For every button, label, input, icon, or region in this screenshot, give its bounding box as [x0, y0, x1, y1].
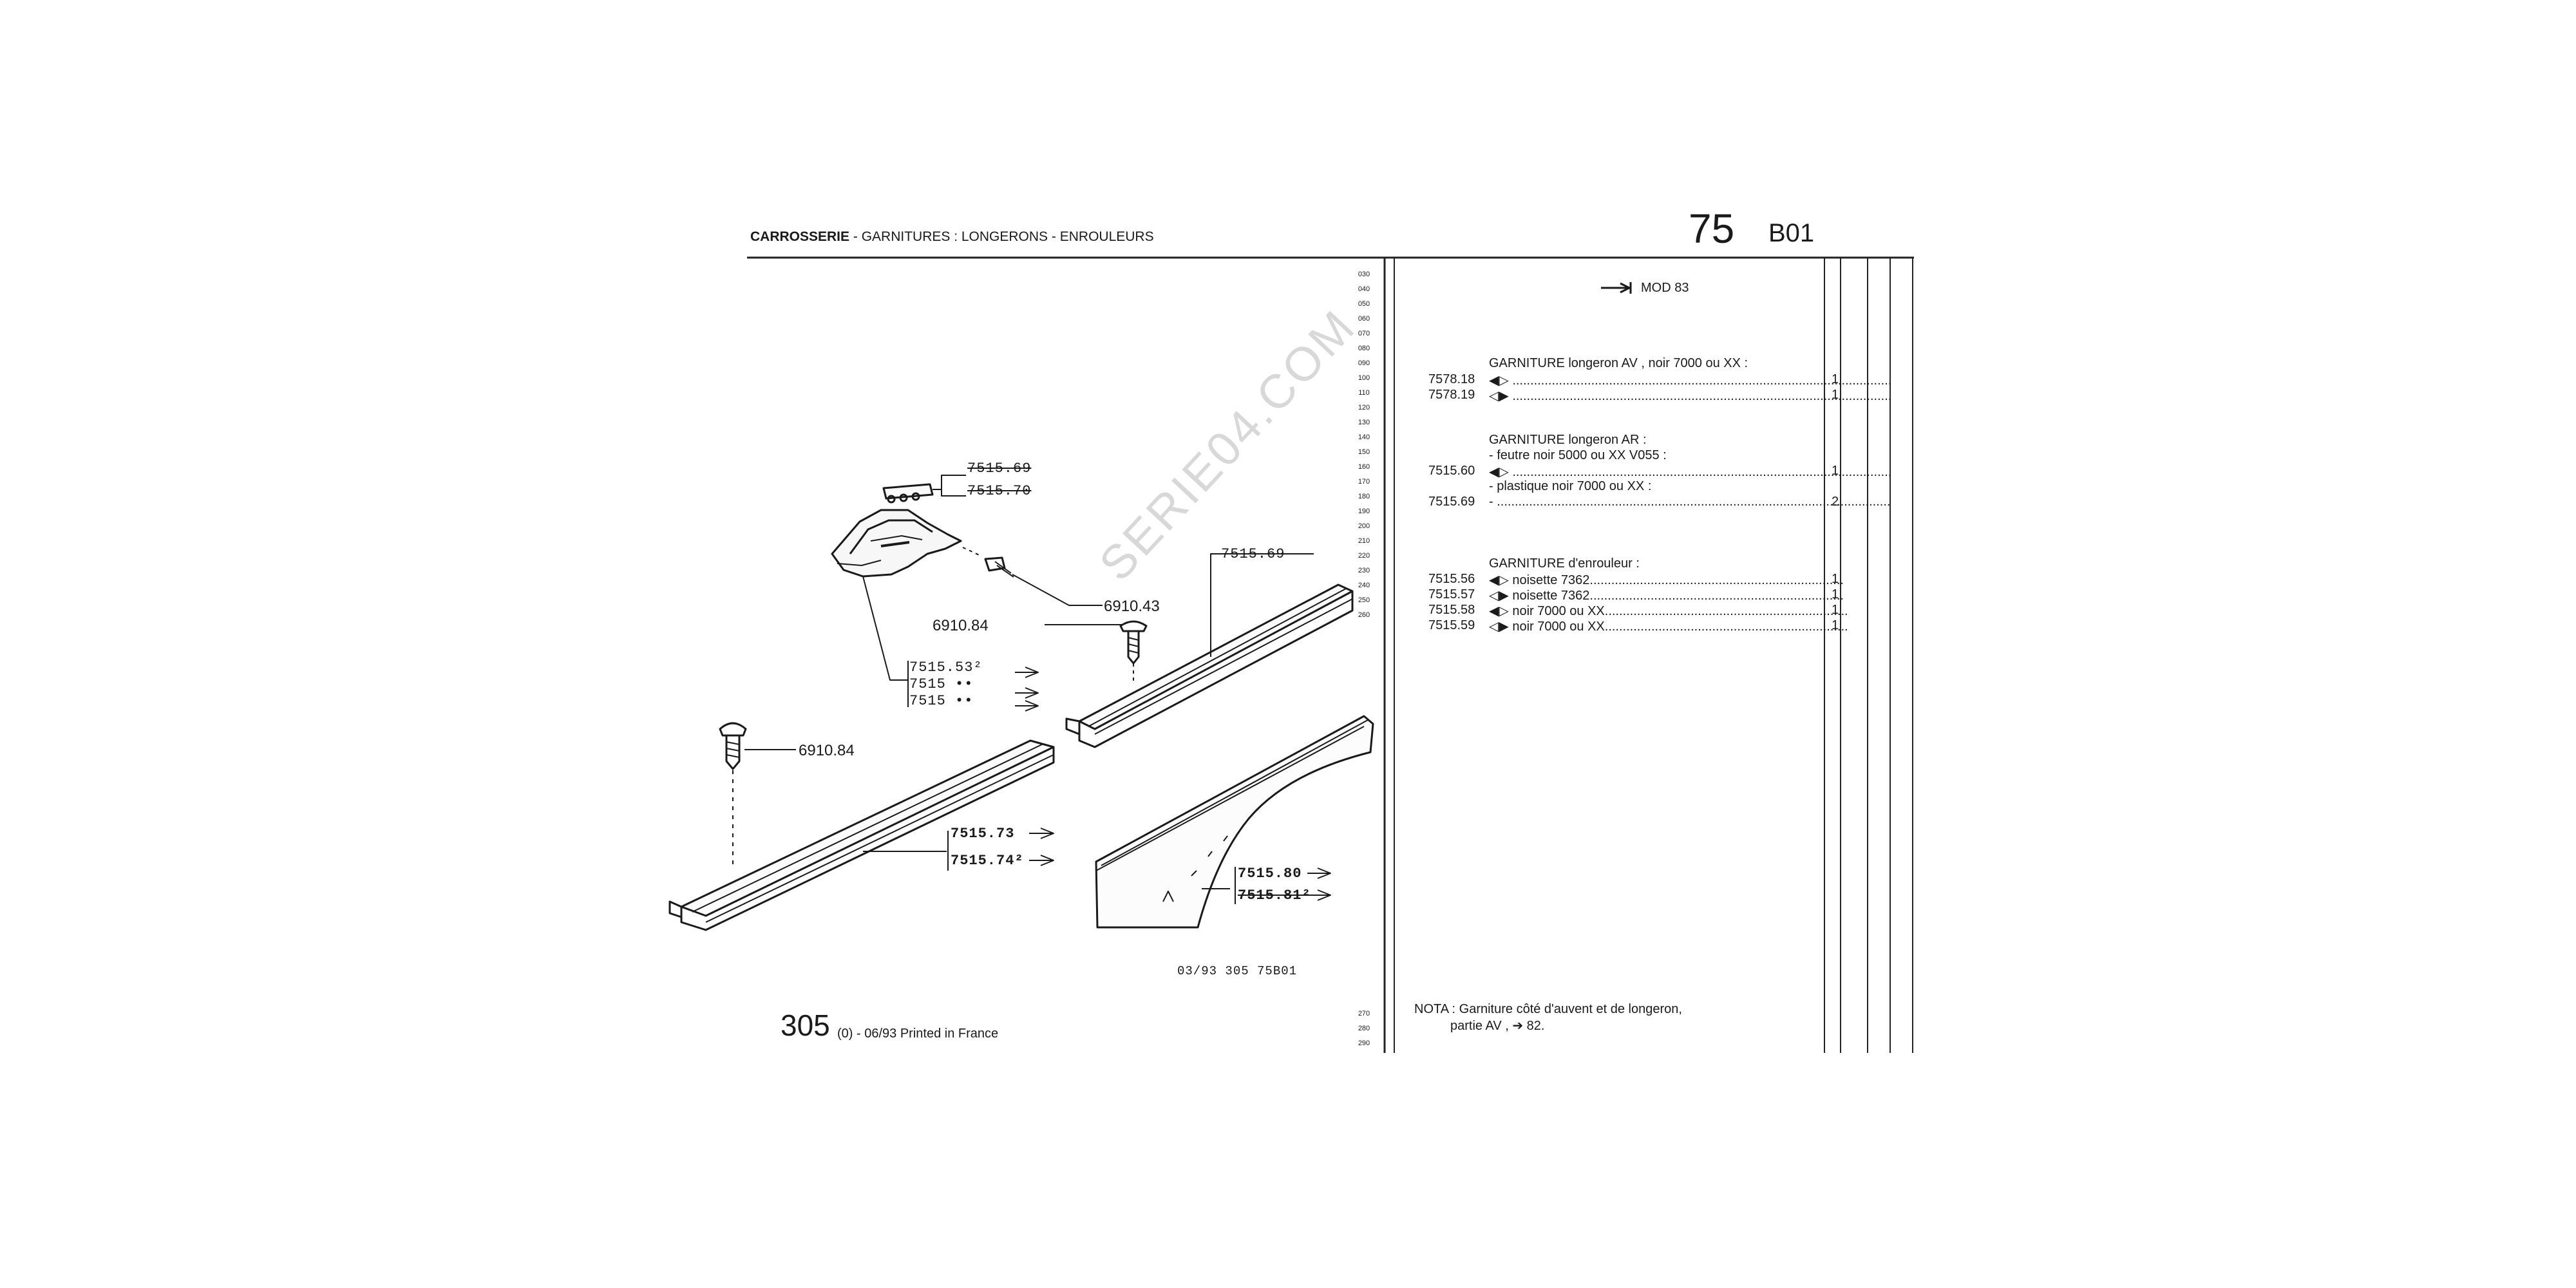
label-7515-53: 7515.53²	[909, 659, 983, 676]
line-number: 160	[1358, 463, 1370, 471]
section-heading: GARNITURE longeron AR :	[1489, 433, 1647, 447]
trim-panel	[1095, 715, 1374, 929]
line-number: 050	[1358, 300, 1370, 308]
label-7515-74: 7515.74²	[951, 853, 1024, 869]
section-subheading: - plastique noir 7000 ou XX :	[1489, 479, 1652, 493]
line-number: 080	[1358, 345, 1370, 352]
part-qty: 1	[1832, 388, 1839, 402]
part-ref: 7578.19	[1428, 388, 1475, 402]
retractor-trim-part	[831, 509, 962, 578]
line-number: 140	[1358, 433, 1370, 441]
line-number: 270	[1358, 1010, 1370, 1018]
footer-model: 305	[781, 1009, 830, 1042]
line-number: 240	[1358, 582, 1370, 589]
screw-6910-84-lower	[719, 722, 747, 770]
label-7515-69-right: 7515.69	[1221, 546, 1285, 562]
section-heading: GARNITURE d'enrouleur :	[1489, 556, 1640, 571]
part-desc: ◁▶ noir 7000 ou XX......................…	[1489, 620, 1848, 634]
part-qty: 2	[1832, 495, 1839, 509]
line-number: 130	[1358, 419, 1370, 426]
sill-rail-lower	[668, 739, 1055, 931]
line-number: 260	[1358, 611, 1370, 619]
part-ref: 7515.57	[1428, 587, 1475, 601]
mod-arrow-icon	[1601, 282, 1632, 294]
page-number: 75	[1689, 205, 1735, 252]
section-code: B01	[1768, 219, 1815, 247]
screw-6910-43	[984, 556, 1014, 578]
line-number: 150	[1358, 448, 1370, 456]
part-qty: 1	[1832, 587, 1839, 601]
part-ref: 7515.60	[1428, 464, 1475, 478]
clip-part	[882, 483, 934, 504]
label-7515-a: 7515 ••	[909, 676, 974, 692]
footer-text: (0) - 06/93 Printed in France	[837, 1027, 999, 1041]
part-desc: ◀▷ noir 7000 ou XX......................…	[1489, 604, 1848, 618]
part-desc: ◁▶ noisette 7362........................…	[1489, 589, 1844, 603]
part-desc: - ......................................…	[1489, 495, 1891, 509]
nota-line: NOTA : Garniture côté d'auvent et de lon…	[1414, 1002, 1682, 1016]
part-desc: ◀▷ .....................................…	[1489, 465, 1892, 479]
section-heading: GARNITURE longeron AV , noir 7000 ou XX …	[1489, 356, 1748, 370]
screw-6910-84-upper	[1119, 620, 1148, 665]
line-number: 180	[1358, 493, 1370, 500]
line-number: 090	[1358, 359, 1370, 367]
line-number: 060	[1358, 315, 1370, 323]
line-number: 110	[1358, 389, 1370, 397]
label-7515-b: 7515 ••	[909, 693, 974, 709]
label-7515-81: 7515.81²	[1238, 887, 1311, 904]
label-7515-70: 7515.70	[967, 483, 1032, 499]
part-desc: ◀▷ noisette 7362........................…	[1489, 573, 1844, 587]
label-6910-84-upper: 6910.84	[933, 617, 989, 634]
part-ref: 7515.56	[1428, 572, 1475, 586]
line-number: 120	[1358, 404, 1370, 412]
line-number: 070	[1358, 330, 1370, 337]
part-ref: 7515.59	[1428, 618, 1475, 632]
part-qty: 1	[1832, 372, 1839, 386]
label-7515-73: 7515.73	[951, 826, 1015, 842]
line-number: 100	[1358, 374, 1370, 382]
line-number: 250	[1358, 596, 1370, 604]
line-number: 030	[1358, 270, 1370, 278]
line-number: 220	[1358, 552, 1370, 560]
nota-line: partie AV , ➔ 82.	[1450, 1019, 1545, 1033]
part-qty: 1	[1832, 464, 1839, 478]
line-number: 190	[1358, 507, 1370, 515]
section-subheading: - feutre noir 5000 ou XX V055 :	[1489, 448, 1667, 462]
part-qty: 1	[1832, 603, 1839, 617]
part-desc: ◁▶ .....................................…	[1489, 389, 1892, 403]
figure-code: 03/93 305 75B01	[1177, 964, 1298, 978]
page-title: CARROSSERIE - GARNITURES : LONGERONS - E…	[750, 229, 1154, 244]
line-number: 200	[1358, 522, 1370, 530]
label-6910-84-lower: 6910.84	[799, 742, 855, 759]
line-number: 170	[1358, 478, 1370, 486]
part-qty: 1	[1832, 618, 1839, 632]
label-7515-69-top: 7515.69	[967, 460, 1032, 477]
line-number: 040	[1358, 285, 1370, 293]
part-qty: 1	[1832, 572, 1839, 586]
part-ref: 7515.69	[1428, 495, 1475, 509]
label-7515-80: 7515.80	[1238, 866, 1302, 882]
line-number: 230	[1358, 567, 1370, 574]
line-number: 210	[1358, 537, 1370, 545]
line-number: 290	[1358, 1039, 1370, 1047]
line-number: 280	[1358, 1025, 1370, 1032]
part-desc: ◀▷ .....................................…	[1489, 374, 1892, 388]
sill-rail-upper	[1065, 583, 1354, 748]
part-ref: 7578.18	[1428, 372, 1475, 386]
label-6910-43: 6910.43	[1104, 598, 1160, 615]
mod-marker: MOD 83	[1641, 281, 1689, 295]
part-ref: 7515.58	[1428, 603, 1475, 617]
